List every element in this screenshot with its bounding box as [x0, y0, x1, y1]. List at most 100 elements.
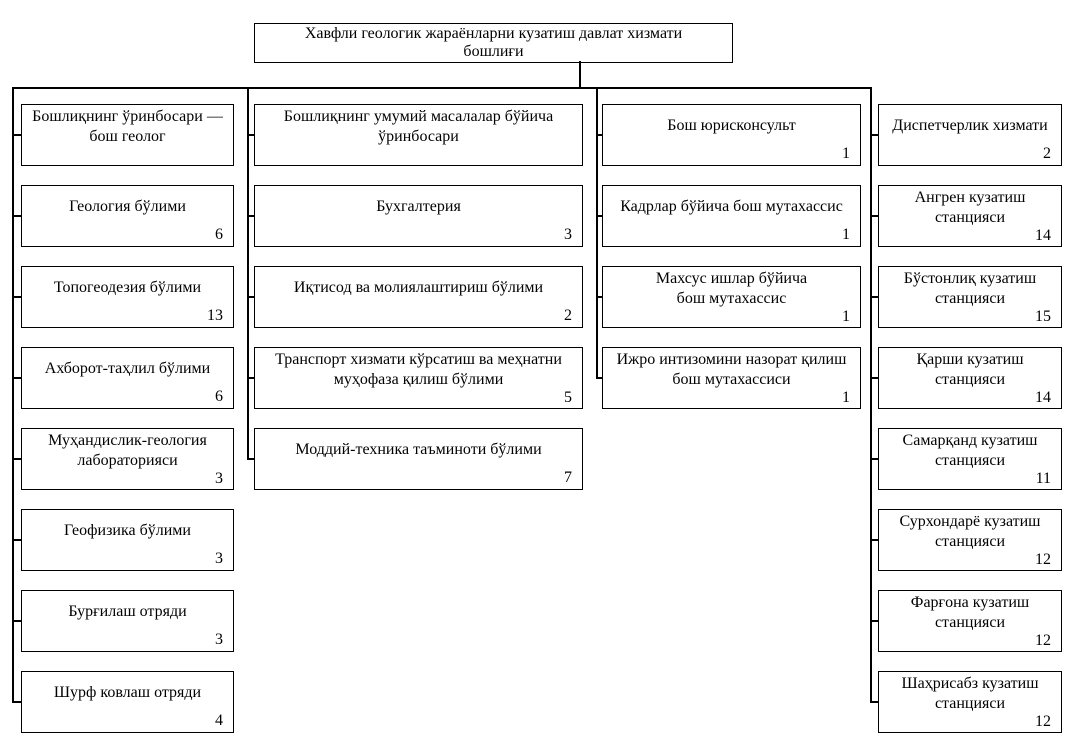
connector-tick-chief-specialists-3 [596, 377, 602, 379]
box-count: 4 [215, 712, 223, 729]
connector-tick-dispatch-and-stations-5 [870, 539, 878, 541]
connector-tick-dispatch-and-stations-7 [870, 701, 878, 703]
connector-tick-deputy-general-affairs-3 [247, 377, 254, 379]
box-count: 14 [1035, 389, 1051, 407]
box-count: 3 [215, 470, 223, 488]
box-count: 15 [1035, 308, 1051, 326]
org-box-deputy-general-affairs-1: Бухгалтерия 3 [254, 185, 583, 247]
org-box-dispatch-and-stations-6: Фарғона кузатиш станцияси 12 [878, 590, 1062, 652]
box-label: Диспетчерлик хизмати [892, 117, 1048, 135]
connector-title-drop-line [579, 61, 581, 87]
connector-tick-deputy-general-affairs-4 [247, 458, 254, 460]
connector-tick-deputy-general-affairs-1 [247, 215, 254, 217]
org-box-deputy-chief-geologist-4: Муҳандислик-геология лабораторияси 3 [21, 428, 234, 490]
box-label: Моддий-техника таъминоти бўлими [295, 441, 542, 459]
org-box-dispatch-and-stations-0: Диспетчерлик хизмати 2 [878, 104, 1062, 166]
box-count: 3 [215, 550, 223, 567]
box-label: Сурхондарё кузатиш станцияси [899, 513, 1041, 550]
connector-tick-deputy-chief-geologist-0 [12, 134, 21, 136]
box-label: Фарғона кузатиш станцияси [910, 594, 1030, 631]
box-label: Бошлиқнинг умумий масалалар бўйича ўринб… [283, 108, 554, 145]
org-box-deputy-general-affairs-3: Транспорт хизмати кўрсатиш ва меҳнатни м… [254, 347, 583, 409]
box-count: 12 [1035, 632, 1051, 650]
box-label: Бурғилаш отряди [68, 603, 187, 621]
org-box-deputy-chief-geologist-6: Бурғилаш отряди 3 [21, 590, 234, 652]
connector-tick-deputy-chief-geologist-5 [12, 539, 21, 541]
box-label: Геофизика бўлими [64, 522, 191, 540]
box-count: 2 [1043, 145, 1051, 162]
connector-tick-deputy-chief-geologist-1 [12, 215, 21, 217]
box-label: Ахборот-таҳлил бўлими [44, 360, 211, 378]
box-label: Бухгалтерия [376, 198, 461, 216]
connector-tick-deputy-chief-geologist-6 [12, 620, 21, 622]
org-box-dispatch-and-stations-3: Қарши кузатиш станцияси 14 [878, 347, 1062, 409]
org-box-chief-specialists-3: Ижро интизомини назорат қилиш бош мутаха… [602, 347, 861, 409]
box-label: Ангрен кузатиш станцияси [914, 189, 1026, 226]
connector-tick-deputy-chief-geologist-3 [12, 377, 21, 379]
box-count: 5 [564, 389, 572, 407]
org-box-deputy-general-affairs-0: Бошлиқнинг умумий масалалар бўйича ўринб… [254, 104, 583, 166]
box-count: 1 [842, 226, 850, 243]
org-box-deputy-chief-geologist-7: Шурф ковлаш отряди 4 [21, 671, 234, 733]
connector-tick-chief-specialists-1 [596, 215, 602, 217]
box-label: Геология бўлими [69, 198, 186, 216]
connector-tick-deputy-chief-geologist-7 [12, 701, 21, 703]
connector-tick-dispatch-and-stations-0 [870, 134, 878, 136]
connector-spine-deputy-chief-geologist [12, 87, 14, 702]
org-box-chief-specialists-2: Махсус ишлар бўйича бош мутахассис 1 [602, 266, 861, 328]
box-label: Шурф ковлаш отряди [53, 684, 202, 702]
box-label: Бош юрисконсульт [667, 117, 796, 135]
box-label: Самарқанд кузатиш станцияси [902, 432, 1038, 469]
box-label: Муҳандислик-геология лабораторияси [48, 432, 207, 469]
box-count: 1 [842, 389, 850, 407]
box-label: Иқтисод ва молиялаштириш бўлими [293, 279, 544, 297]
box-label: Бўстонлиқ кузатиш станцияси [903, 270, 1037, 307]
box-label: Махсус ишлар бўйича бош мутахассис [655, 270, 808, 307]
box-count [255, 146, 582, 165]
org-box-dispatch-and-stations-1: Ангрен кузатиш станцияси 14 [878, 185, 1062, 247]
box-count: 3 [564, 226, 572, 243]
connector-tick-dispatch-and-stations-4 [870, 458, 878, 460]
box-count: 2 [564, 307, 572, 324]
box-label: Қарши кузатиш станцияси [916, 351, 1024, 388]
box-count: 1 [842, 308, 850, 326]
box-count: 14 [1035, 227, 1051, 245]
connector-distribution-line [12, 87, 872, 89]
org-box-deputy-chief-geologist-2: Топогеодезия бўлими 13 [21, 266, 234, 328]
box-label: Бошлиқнинг ўринбосари — бош геолог [32, 108, 223, 145]
org-box-deputy-chief-geologist-0: Бошлиқнинг ўринбосари — бош геолог [21, 104, 234, 166]
box-count: 11 [1035, 470, 1051, 488]
org-chart-title-box: Хавфли геологик жараёнларни кузатиш давл… [254, 23, 733, 63]
connector-tick-dispatch-and-stations-1 [870, 215, 878, 217]
box-count: 13 [207, 307, 223, 324]
connector-spine-dispatch-and-stations [870, 87, 872, 702]
box-label: Топогеодезия бўлими [53, 279, 202, 297]
box-count: 12 [1035, 713, 1051, 731]
connector-tick-chief-specialists-0 [596, 134, 602, 136]
box-label: Шаҳрисабз кузатиш станцияси [901, 675, 1039, 712]
connector-tick-chief-specialists-2 [596, 296, 602, 298]
box-label: Ижро интизомини назорат қилиш бош мутаха… [616, 351, 847, 388]
box-count: 6 [215, 388, 223, 405]
connector-tick-deputy-general-affairs-2 [247, 296, 254, 298]
connector-tick-deputy-general-affairs-0 [247, 134, 254, 136]
box-count: 3 [215, 631, 223, 648]
org-chart-title-label: Хавфли геологик жараёнларни кузатиш давл… [304, 24, 683, 60]
connector-tick-dispatch-and-stations-3 [870, 377, 878, 379]
connector-tick-deputy-chief-geologist-4 [12, 458, 21, 460]
box-label: Транспорт хизмати кўрсатиш ва меҳнатни м… [275, 351, 562, 388]
org-box-deputy-chief-geologist-5: Геофизика бўлими 3 [21, 509, 234, 571]
connector-tick-dispatch-and-stations-2 [870, 296, 878, 298]
connector-spine-deputy-general-affairs [247, 87, 249, 459]
box-count [22, 146, 233, 165]
box-count: 12 [1035, 551, 1051, 569]
connector-tick-deputy-chief-geologist-2 [12, 296, 21, 298]
